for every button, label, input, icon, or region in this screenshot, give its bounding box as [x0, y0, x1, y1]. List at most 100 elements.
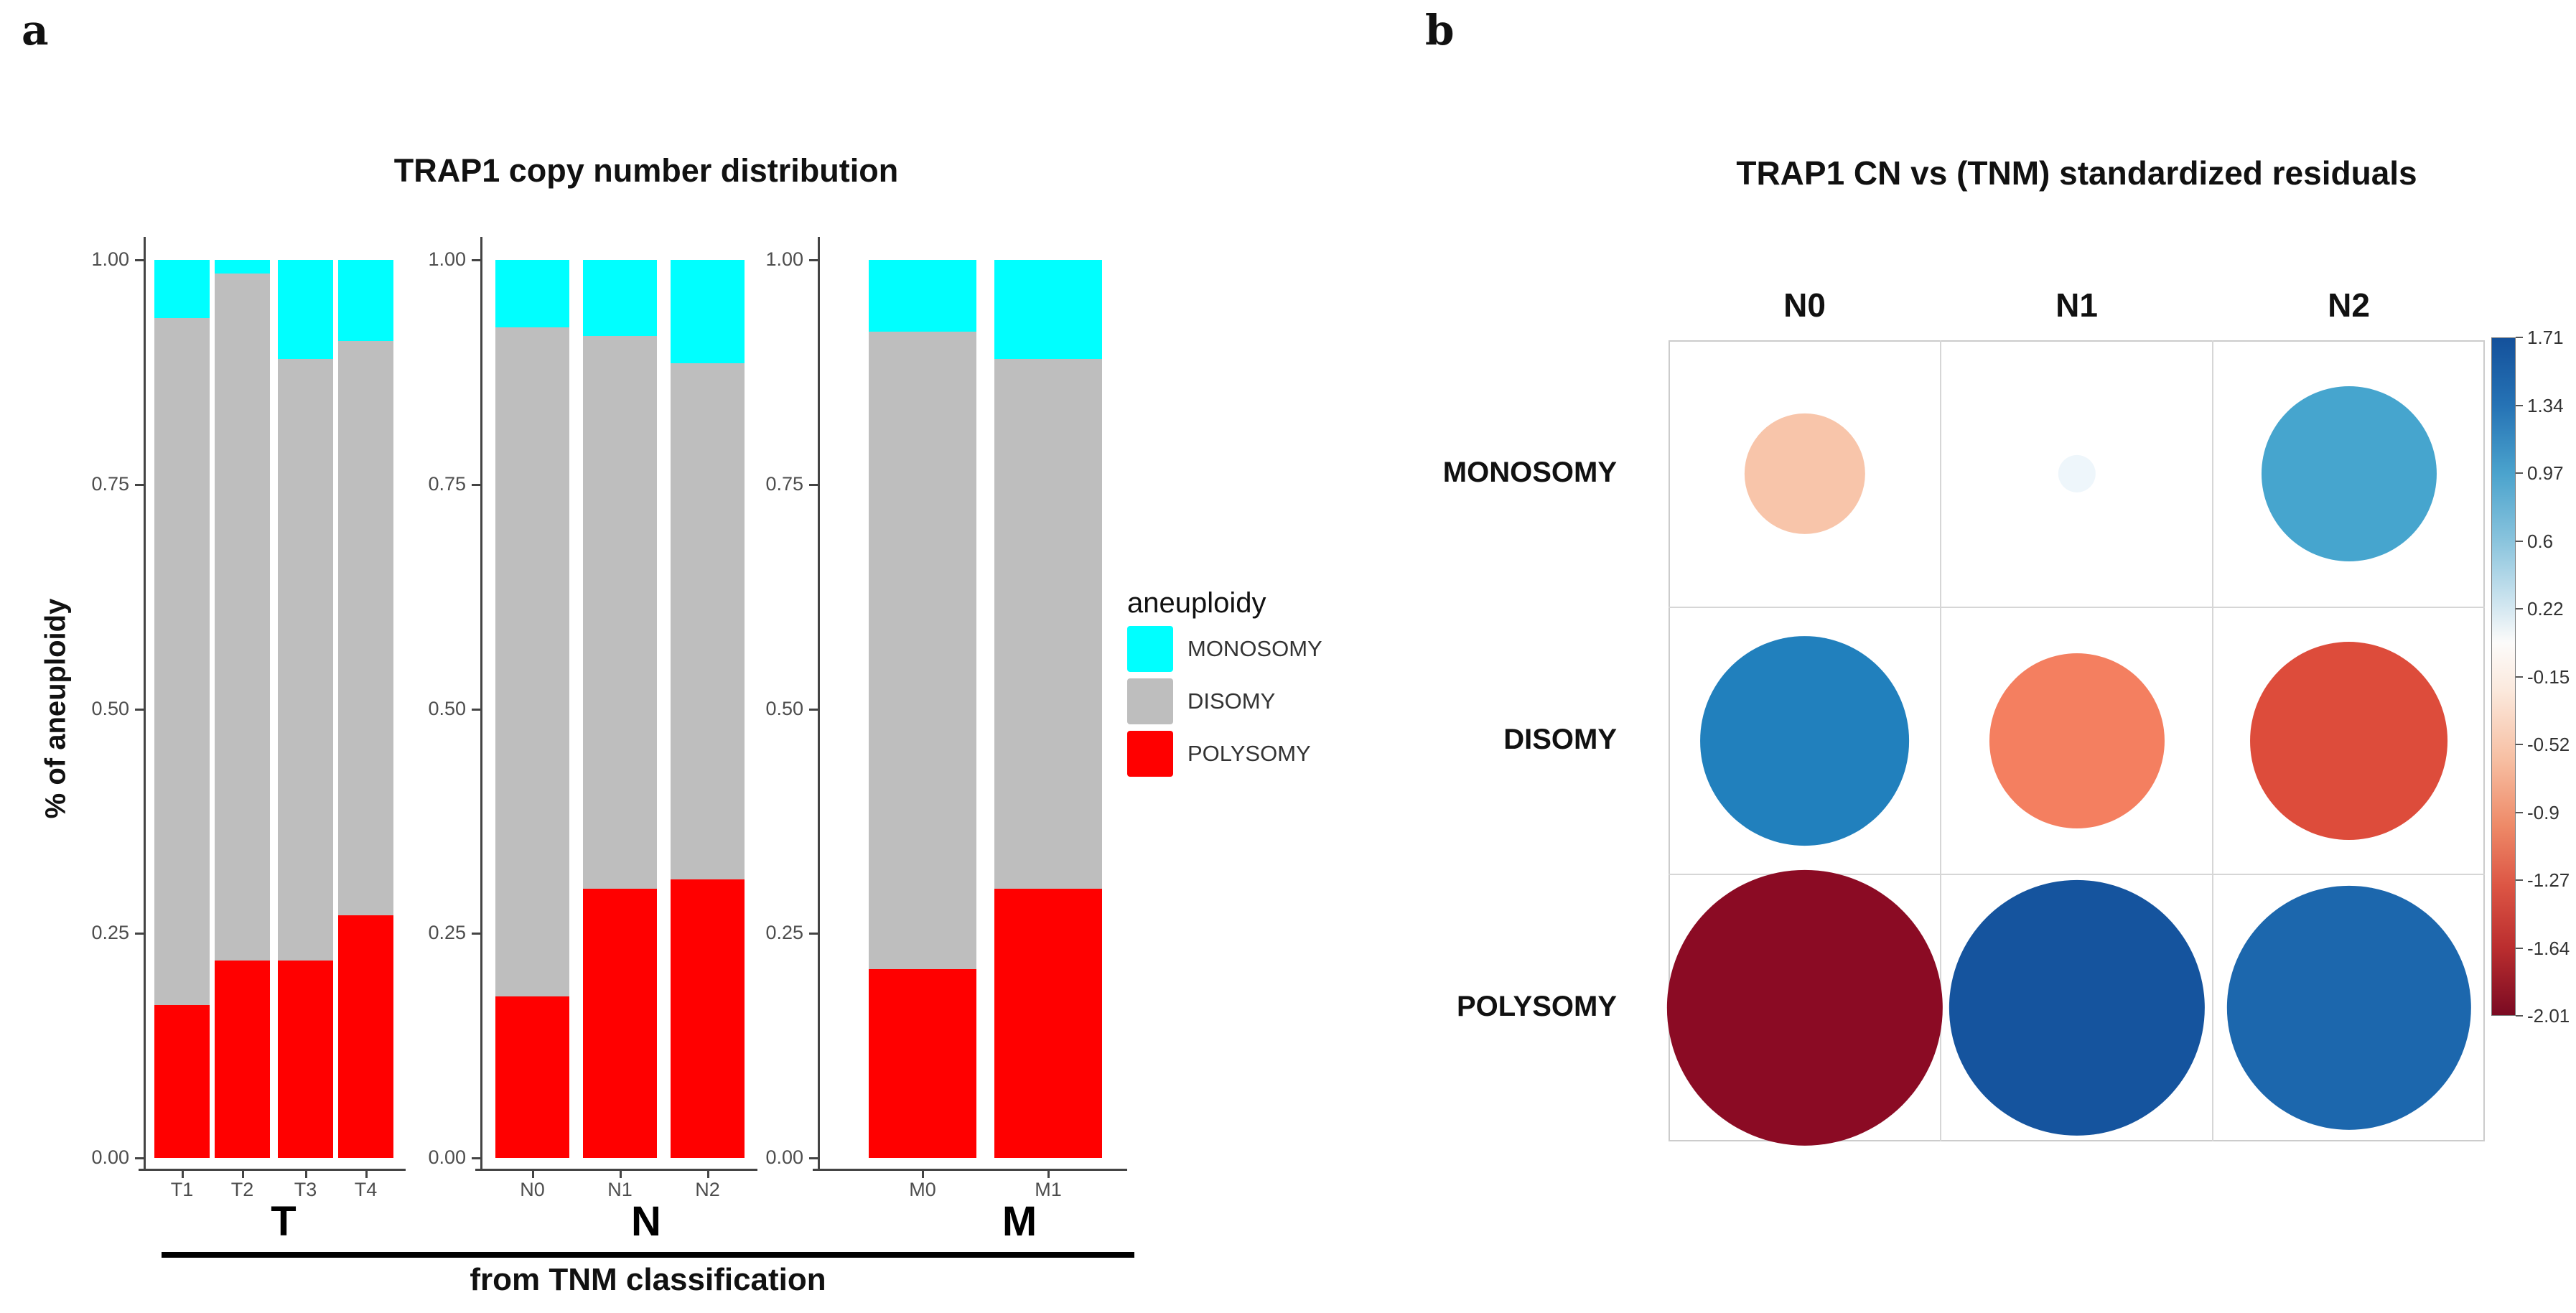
- facet-group-label-N: N: [631, 1198, 661, 1245]
- x-tick-M0: [922, 1171, 924, 1178]
- bar-segment-monosomy-T4: [338, 260, 393, 341]
- colorbar-tick-label-0.6: 0.6: [2527, 530, 2554, 552]
- colorbar-tick-label--0.52: -0.52: [2527, 734, 2570, 755]
- y-tick-label-T: 0.25: [91, 922, 129, 944]
- residual-bubble-disomy-N2: [2249, 642, 2448, 840]
- y-tick-label-M: 0.00: [765, 1146, 803, 1168]
- x-tick-N1: [619, 1171, 622, 1178]
- residual-bubble-monosomy-N0: [1744, 413, 1865, 535]
- y-tick-T: [135, 708, 144, 711]
- grid-hline-2: [1669, 874, 2485, 875]
- facet-group-label-M: M: [1002, 1198, 1037, 1245]
- residual-bubble-polysomy-N2: [2226, 885, 2471, 1131]
- row-header-polysomy: POLYSOMY: [1456, 991, 1617, 1022]
- colorbar-tick-label--1.27: -1.27: [2527, 869, 2570, 891]
- legend-swatch-monosomy: [1127, 626, 1173, 672]
- grid-vline-1: [1940, 340, 1941, 1141]
- bar-segment-polysomy-N1: [583, 888, 657, 1158]
- panel-a-title: TRAP1 copy number distribution: [393, 152, 899, 189]
- legend-swatch-disomy: [1127, 678, 1173, 724]
- x-tick-label-T1: T1: [170, 1179, 194, 1200]
- bar-segment-polysomy-N2: [671, 879, 745, 1158]
- y-tick-label-T: 0.00: [91, 1146, 129, 1168]
- y-tick-label-N: 0.75: [428, 472, 466, 495]
- col-header-N1: N1: [2055, 286, 2098, 324]
- legend-swatch-polysomy: [1127, 731, 1173, 777]
- legend-item-polysomy: POLYSOMY: [1127, 731, 1400, 777]
- y-tick-label-M: 0.75: [765, 472, 803, 495]
- bar-segment-monosomy-N2: [671, 260, 745, 363]
- bar-segment-monosomy-M1: [994, 260, 1102, 359]
- colorbar-tick-label-1.34: 1.34: [2527, 394, 2564, 416]
- y-tick-label-N: 0.25: [428, 922, 466, 944]
- y-tick-T: [135, 259, 144, 261]
- bar-segment-monosomy-M0: [869, 260, 976, 332]
- residual-bubble-disomy-N1: [1989, 653, 2165, 829]
- colorbar-tick--0.15: [2516, 676, 2523, 678]
- x-tick-T2: [241, 1171, 244, 1178]
- x-tick-label-N2: N2: [695, 1179, 720, 1200]
- x-tick-T4: [365, 1171, 368, 1178]
- colorbar: [2491, 337, 2516, 1016]
- y-axis-spine-M: [818, 237, 820, 1171]
- y-tick-M: [809, 483, 818, 486]
- legend-label-polysomy: POLYSOMY: [1187, 741, 1311, 766]
- colorbar-tick-label--0.15: -0.15: [2527, 665, 2570, 688]
- y-axis-spine-T: [144, 237, 146, 1171]
- x-tick-N0: [531, 1171, 534, 1178]
- y-tick-N: [472, 1157, 480, 1159]
- residual-bubble-polysomy-N0: [1666, 869, 1943, 1146]
- colorbar-tick--0.9: [2516, 811, 2523, 813]
- tnm-underline: [162, 1252, 1134, 1258]
- grid-hline-1: [1669, 607, 2485, 608]
- bar-segment-disomy-T1: [154, 318, 210, 1006]
- bar-segment-monosomy-N1: [583, 260, 657, 337]
- x-axis-spine-M: [813, 1169, 1127, 1171]
- colorbar-tick-label-0.97: 0.97: [2527, 462, 2564, 484]
- y-tick-M: [809, 1157, 818, 1159]
- x-tick-label-N1: N1: [607, 1179, 633, 1200]
- y-tick-label-N: 0.50: [428, 697, 466, 719]
- colorbar-tick--0.52: [2516, 744, 2523, 745]
- bar-segment-polysomy-T4: [338, 915, 393, 1158]
- colorbar-tick-label--0.9: -0.9: [2527, 801, 2559, 823]
- bar-segment-disomy-T3: [278, 358, 333, 961]
- x-tick-label-T2: T2: [230, 1179, 254, 1200]
- panel-a-label: a: [22, 6, 49, 55]
- bar-segment-monosomy-T1: [154, 260, 210, 319]
- bubble-grid-frame: [1669, 340, 2485, 1141]
- colorbar-tick-label-0.22: 0.22: [2527, 598, 2564, 620]
- panel-a-x-annotation: from TNM classification: [470, 1262, 826, 1297]
- residual-bubble-monosomy-N1: [2058, 454, 2096, 493]
- legend-item-monosomy: MONOSOMY: [1127, 626, 1400, 672]
- bar-segment-monosomy-N0: [495, 260, 569, 327]
- y-tick-N: [472, 259, 480, 261]
- colorbar-tick-0.22: [2516, 608, 2523, 609]
- x-axis-spine-N: [475, 1169, 757, 1171]
- residual-bubble-monosomy-N2: [2261, 386, 2437, 562]
- panel-b-label: b: [1425, 6, 1455, 55]
- bar-segment-disomy-M1: [994, 358, 1102, 889]
- col-header-N2: N2: [2328, 286, 2370, 324]
- y-tick-label-N: 0.00: [428, 1146, 466, 1168]
- bar-segment-monosomy-T2: [215, 260, 270, 274]
- row-header-monosomy: MONOSOMY: [1442, 457, 1617, 488]
- bar-segment-polysomy-N0: [495, 996, 569, 1158]
- colorbar-tick-label-1.71: 1.71: [2527, 327, 2564, 348]
- y-tick-N: [472, 708, 480, 711]
- legend-title: aneuploidy: [1127, 587, 1266, 619]
- grid-vline-2: [2212, 340, 2213, 1141]
- row-header-disomy: DISOMY: [1503, 724, 1617, 755]
- x-axis-spine-T: [139, 1169, 406, 1171]
- y-tick-label-M: 0.50: [765, 697, 803, 719]
- colorbar-tick-0.6: [2516, 540, 2523, 542]
- y-tick-label-N: 1.00: [428, 248, 466, 270]
- y-tick-N: [472, 933, 480, 935]
- y-tick-label-T: 0.75: [91, 472, 129, 495]
- y-tick-label-T: 0.50: [91, 697, 129, 719]
- legend-item-disomy: DISOMY: [1127, 678, 1400, 724]
- y-tick-label-M: 1.00: [765, 248, 803, 270]
- bar-segment-polysomy-T1: [154, 1005, 210, 1158]
- colorbar-tick--2.01: [2516, 1015, 2523, 1017]
